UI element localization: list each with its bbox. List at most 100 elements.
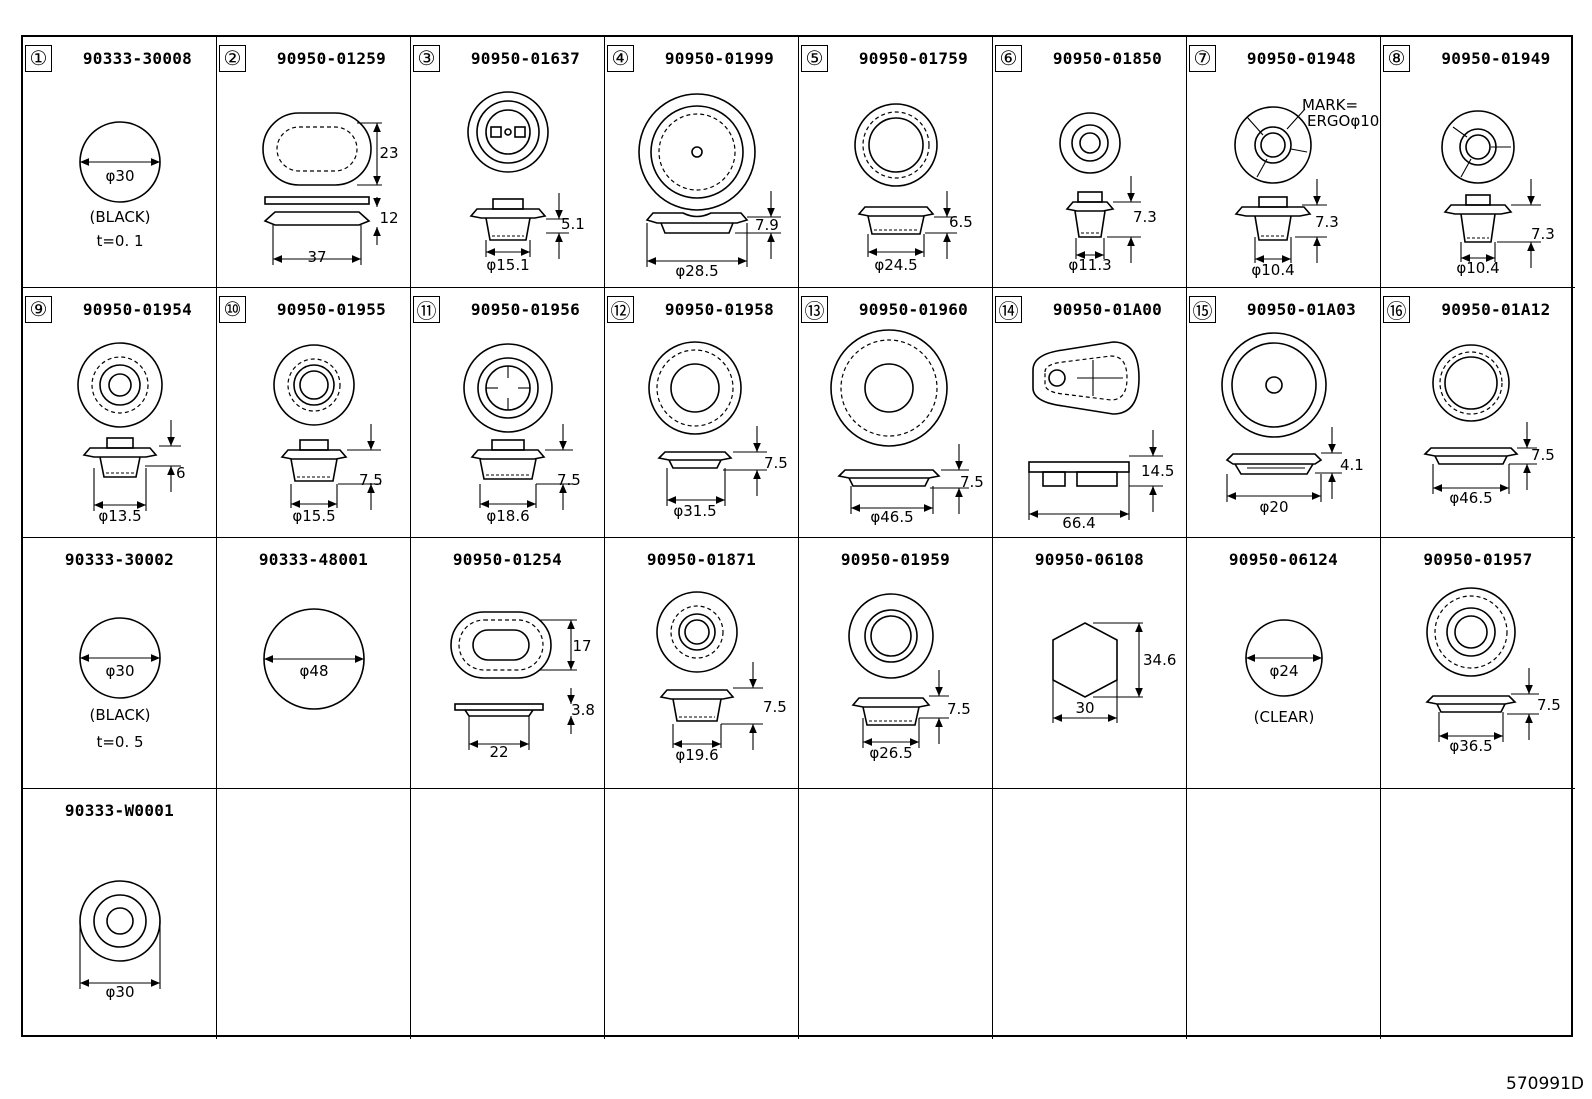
- outline-circle: [648, 340, 742, 435]
- dimension-label: φ11.3: [1068, 256, 1111, 274]
- flange: [657, 450, 733, 461]
- arrowhead: [167, 465, 175, 475]
- outline-circle: [106, 906, 134, 935]
- figure-id: 570991D: [1506, 1074, 1584, 1094]
- part-number: 90333-48001: [258, 550, 369, 569]
- flange: [1028, 460, 1130, 473]
- part-number: 90950-01A00: [1052, 299, 1163, 319]
- arrowhead: [935, 718, 943, 727]
- arrowhead: [955, 460, 963, 470]
- part-index-badge: ⑬: [801, 295, 828, 323]
- arrowhead: [1433, 483, 1442, 492]
- outline-circle: [91, 355, 149, 414]
- body: [862, 706, 920, 726]
- arrowhead: [352, 255, 361, 263]
- boss: [1258, 196, 1288, 208]
- flange: [1234, 206, 1312, 217]
- arrowhead: [567, 695, 575, 704]
- arrowhead: [1523, 438, 1531, 448]
- body: [290, 458, 338, 482]
- outline-circle: [864, 609, 918, 663]
- flange: [1065, 201, 1115, 212]
- part-number: 90950-01949: [1441, 49, 1551, 68]
- arrowhead: [1149, 485, 1157, 495]
- dimension-label: 3.8: [571, 701, 595, 719]
- body: [660, 222, 734, 234]
- flange: [470, 448, 546, 460]
- outline-circle: [1426, 587, 1516, 677]
- part-index-badge: ②: [219, 45, 246, 72]
- body: [672, 698, 722, 722]
- dimension-label: φ48: [300, 662, 329, 680]
- arrowhead: [863, 738, 872, 746]
- arrowhead: [1127, 193, 1135, 202]
- arrowhead: [559, 483, 567, 493]
- arrowhead: [1227, 491, 1236, 500]
- arrowhead: [521, 248, 530, 256]
- note-label: (CLEAR): [1254, 708, 1315, 726]
- part-drawing: 14.566.4: [1028, 340, 1174, 532]
- dimension-label: 7.3: [1531, 225, 1555, 243]
- outline-circle: [463, 342, 553, 433]
- part-number: 90950-01254: [452, 550, 563, 569]
- arrowhead: [943, 233, 951, 242]
- outline-circle: [467, 91, 549, 173]
- arrowhead: [1282, 255, 1291, 263]
- outline-circle: [1446, 607, 1496, 657]
- outline-circle: [684, 619, 710, 645]
- part-number: 90950-01960: [858, 299, 969, 319]
- rib: [1452, 126, 1468, 138]
- flange: [857, 206, 935, 217]
- arrowhead: [753, 469, 761, 479]
- arrowhead: [1313, 237, 1321, 246]
- arrowhead: [1108, 714, 1117, 722]
- flange: [469, 208, 547, 219]
- outline-circle: [1059, 112, 1121, 174]
- part-drawing: φ24(CLEAR): [1245, 619, 1323, 726]
- dimension-label: φ15.5: [292, 507, 335, 525]
- outline-hexagon: [1052, 622, 1118, 698]
- dimension-label: φ26.5: [869, 744, 912, 762]
- arrowhead: [1527, 196, 1535, 205]
- outline-circle: [93, 893, 147, 948]
- part-index-badge: ⑧: [1383, 45, 1410, 72]
- outline-circle: [670, 362, 720, 413]
- arrowhead: [151, 978, 160, 987]
- part-number: 90950-01948: [1246, 49, 1357, 68]
- part-number: 90950-01999: [664, 49, 775, 68]
- arrowhead: [1328, 443, 1336, 453]
- dimension-label: 66.4: [1062, 514, 1095, 532]
- arrowhead: [1486, 254, 1495, 262]
- arrowhead: [1500, 483, 1509, 492]
- part-number: 90950-01954: [82, 299, 193, 319]
- dimension-label: 7.3: [1315, 213, 1339, 231]
- body: [479, 458, 537, 480]
- boss: [491, 438, 525, 451]
- arrowhead: [291, 499, 300, 508]
- arrowhead: [1255, 255, 1264, 263]
- outline-circle: [1434, 595, 1508, 669]
- flange: [1425, 695, 1517, 705]
- slot: [490, 126, 502, 138]
- part-number: 90950-01259: [276, 49, 387, 68]
- note-label: (BLACK): [89, 706, 150, 724]
- arrowhead: [1461, 254, 1470, 262]
- dimension-label: 37: [307, 248, 326, 266]
- arrowhead: [943, 208, 951, 217]
- arrowhead: [1135, 688, 1143, 697]
- dimension-label: φ10.4: [1251, 261, 1294, 279]
- outline-teardrop: [1032, 340, 1140, 415]
